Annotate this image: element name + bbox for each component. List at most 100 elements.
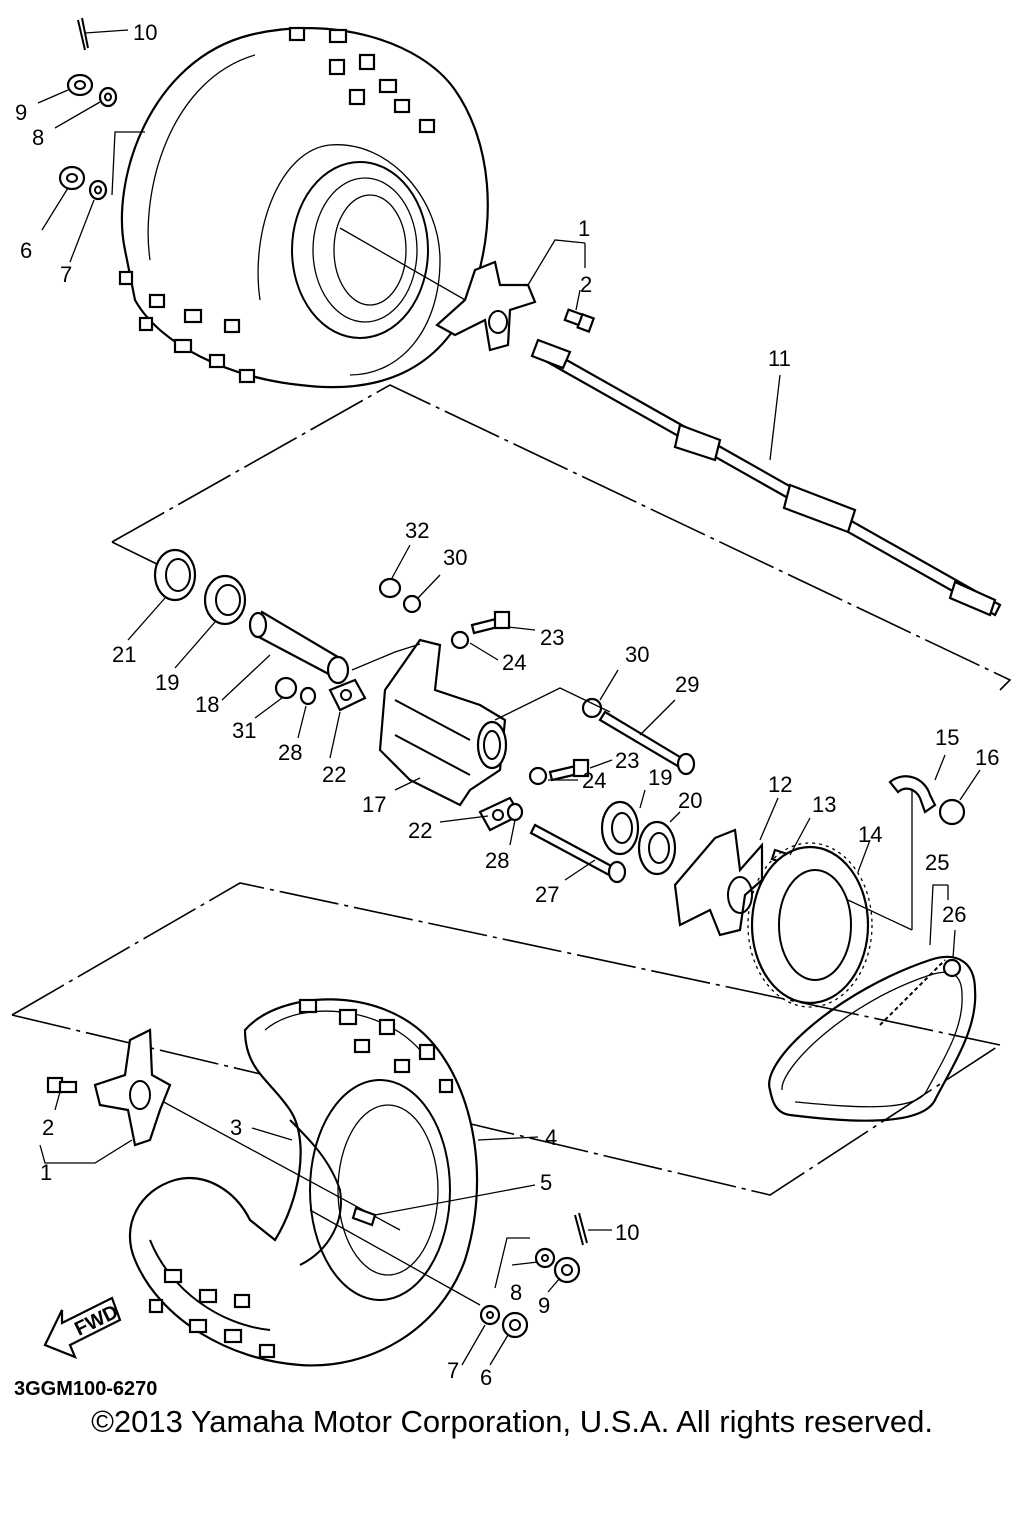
washer-30-mid	[581, 697, 603, 719]
callout-22-bottom: 22	[408, 818, 432, 843]
callout-19-right: 19	[648, 765, 672, 790]
bolt-23-mid	[548, 758, 590, 782]
nut-6-top	[58, 165, 86, 191]
callout-7-bottom: 7	[447, 1358, 459, 1383]
callout-28-top: 28	[278, 740, 302, 765]
leader-lines	[37, 29, 981, 1366]
callout-6-top: 6	[20, 238, 32, 263]
hub-top	[435, 260, 537, 352]
nut-6-bottom	[501, 1311, 529, 1339]
group-box-upper	[111, 384, 1012, 691]
callout-13: 13	[812, 792, 836, 817]
bolt-2-top	[563, 308, 596, 333]
callout-10-top: 10	[133, 20, 157, 45]
nut-9-top	[66, 73, 94, 97]
nut-9-bottom	[553, 1256, 581, 1284]
callout-5: 5	[540, 1170, 552, 1195]
callout-10-bottom: 10	[615, 1220, 639, 1245]
nut-31	[274, 676, 298, 700]
leader-14-15	[847, 899, 913, 931]
callout-1-bottom: 1	[40, 1160, 52, 1185]
callout-9-top: 9	[15, 100, 27, 125]
nut-24-mid	[528, 766, 548, 786]
callout-1-top: 1	[578, 216, 590, 241]
nut-24-top	[450, 630, 470, 650]
bolt-27	[529, 823, 627, 884]
bearing-19-right	[600, 800, 640, 856]
callout-7-top: 7	[60, 262, 72, 287]
bolt-29	[598, 710, 696, 776]
copyright-notice: ©2013 Yamaha Motor Corporation, U.S.A. A…	[91, 1404, 933, 1439]
callout-32: 32	[405, 518, 429, 543]
callout-9-bottom: 9	[538, 1293, 550, 1318]
callout-27: 27	[535, 882, 559, 907]
callout-11: 11	[768, 346, 791, 371]
spacer-18	[248, 610, 350, 685]
washer-28-bottom	[506, 802, 524, 822]
callout-15: 15	[935, 725, 959, 750]
washer-30-top	[402, 594, 422, 614]
chain-joint-26	[942, 958, 962, 978]
callout-25: 25	[925, 850, 949, 875]
callout-19-left: 19	[155, 670, 179, 695]
callout-24-top: 24	[502, 650, 526, 675]
callout-26: 26	[942, 902, 966, 927]
callout-14: 14	[858, 822, 882, 847]
diagram-code: 3GGM100-6270	[14, 1378, 157, 1400]
callout-22-top: 22	[322, 762, 346, 787]
stud-5	[351, 1206, 377, 1227]
rear-axle-11	[530, 338, 1002, 617]
oil-seal-20	[637, 820, 677, 876]
nut-16	[938, 798, 966, 826]
hub-bottom	[93, 1028, 172, 1147]
nut-32	[378, 577, 402, 599]
callout-21: 21	[112, 642, 136, 667]
callout-23-mid: 23	[615, 748, 639, 773]
callout-4: 4	[545, 1125, 557, 1150]
callout-numbers: 10 9 8 6 7 1 2 11 32 30 21 19 18 31 28 2…	[15, 20, 999, 1390]
sprocket-14	[747, 842, 873, 1008]
callout-16: 16	[975, 745, 999, 770]
bolt-23-top	[470, 610, 511, 635]
callout-31: 31	[232, 718, 256, 743]
washer-8-bottom	[534, 1247, 556, 1269]
callout-2-bottom: 2	[42, 1115, 54, 1140]
washer-7-top	[88, 179, 108, 201]
bracket-22-top	[328, 678, 367, 712]
oil-seal-19-left	[203, 574, 247, 626]
callout-17: 17	[362, 792, 386, 817]
rear-wheel-right	[129, 998, 479, 1367]
tread-blocks-top	[118, 26, 436, 384]
callout-29: 29	[675, 672, 699, 697]
callout-23-top: 23	[540, 625, 564, 650]
callout-8-top: 8	[32, 125, 44, 150]
callout-8-bottom: 8	[510, 1280, 522, 1305]
callout-30-mid: 30	[625, 642, 649, 667]
callout-6-bottom: 6	[480, 1365, 492, 1390]
callout-3: 3	[230, 1115, 242, 1140]
washer-28-top	[299, 686, 317, 706]
sprocket-hub-12	[673, 828, 764, 937]
callout-30-top: 30	[443, 545, 467, 570]
cotter-pin-10-top	[77, 17, 89, 51]
bolt-2-bottom	[46, 1076, 78, 1094]
fwd-arrow-icon: FWD	[43, 1296, 122, 1359]
callout-2-top: 2	[580, 272, 592, 297]
washer-7-bottom	[479, 1304, 501, 1326]
clip-15	[888, 775, 937, 814]
drive-chain-25	[768, 955, 977, 1122]
rear-wheel-left	[118, 26, 489, 389]
washer-8-top	[98, 86, 118, 108]
axle-centerline-bottom-2	[309, 1209, 481, 1306]
callout-24-mid: 24	[582, 768, 606, 793]
axle-housing-17	[378, 638, 508, 807]
callout-28-bottom: 28	[485, 848, 509, 873]
tread-blocks-bottom	[148, 998, 454, 1359]
callout-12: 12	[768, 772, 792, 797]
bearing-21	[153, 548, 197, 602]
group-box-lower-top	[11, 882, 1001, 1046]
cotter-pin-10-bottom	[574, 1212, 588, 1246]
callout-20: 20	[678, 788, 702, 813]
callout-18: 18	[195, 692, 219, 717]
